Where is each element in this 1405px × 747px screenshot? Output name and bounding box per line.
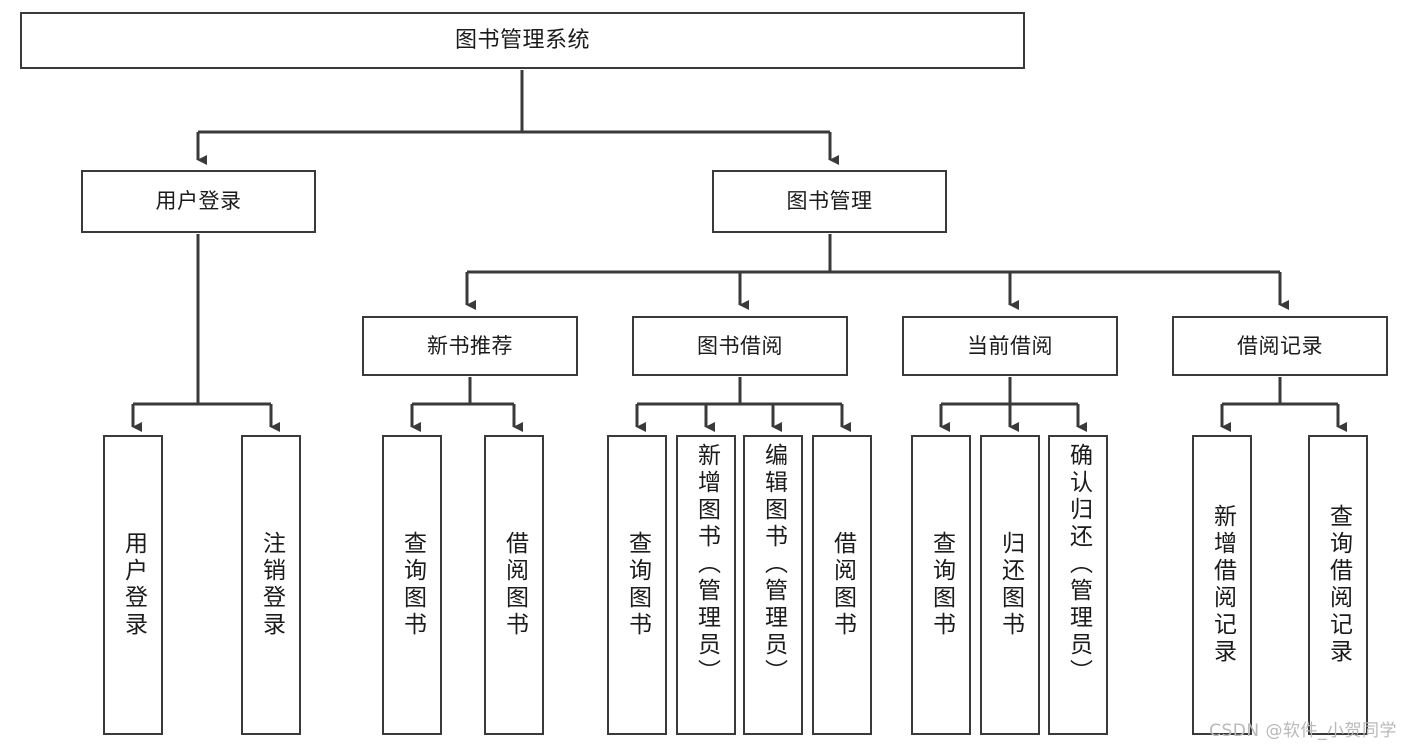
node-current-borrow[interactable]: 当前借阅	[902, 316, 1118, 376]
node-leaf-query-record-label: 查询借阅记录	[1325, 504, 1352, 666]
node-book-manage-label: 图书管理	[786, 189, 873, 214]
node-leaf-borrow-book-1-label: 借阅图书	[501, 531, 528, 639]
node-user-login-label: 用户登录	[155, 189, 242, 214]
node-new-book-recommend[interactable]: 新书推荐	[362, 316, 578, 376]
node-leaf-query-book-3[interactable]: 查询图书	[911, 435, 971, 735]
node-user-login[interactable]: 用户登录	[81, 170, 316, 233]
node-leaf-edit-book-label: 编辑图书（管理员）	[760, 443, 787, 686]
node-leaf-return-book[interactable]: 归还图书	[980, 435, 1040, 735]
node-leaf-confirm-return[interactable]: 确认归还（管理员）	[1048, 435, 1108, 735]
node-leaf-borrow-book-1[interactable]: 借阅图书	[484, 435, 544, 735]
node-leaf-add-record-label: 新增借阅记录	[1209, 504, 1236, 666]
node-book-manage[interactable]: 图书管理	[712, 170, 947, 233]
node-leaf-query-book-3-label: 查询图书	[928, 531, 955, 639]
node-leaf-user-login-label: 用户登录	[120, 531, 147, 639]
node-leaf-user-login[interactable]: 用户登录	[103, 435, 163, 735]
csdn-watermark: CSDN @软件_小贺同学	[1209, 721, 1397, 741]
node-root[interactable]: 图书管理系统	[20, 12, 1025, 69]
node-leaf-query-book-2[interactable]: 查询图书	[607, 435, 667, 735]
node-leaf-confirm-return-label: 确认归还（管理员）	[1065, 443, 1092, 686]
node-borrow-record[interactable]: 借阅记录	[1172, 316, 1388, 376]
node-leaf-borrow-book-2[interactable]: 借阅图书	[812, 435, 872, 735]
node-leaf-add-book-label: 新增图书（管理员）	[693, 443, 720, 686]
node-book-borrow-label: 图书借阅	[697, 333, 783, 358]
node-leaf-logout-label: 注销登录	[258, 531, 285, 639]
node-leaf-query-book-1-label: 查询图书	[399, 531, 426, 639]
node-leaf-query-book-1[interactable]: 查询图书	[382, 435, 442, 735]
node-leaf-borrow-book-2-label: 借阅图书	[829, 531, 856, 639]
node-leaf-edit-book[interactable]: 编辑图书（管理员）	[743, 435, 803, 735]
node-leaf-query-record[interactable]: 查询借阅记录	[1308, 435, 1368, 735]
node-leaf-query-book-2-label: 查询图书	[624, 531, 651, 639]
node-new-book-recommend-label: 新书推荐	[427, 333, 513, 358]
node-book-borrow[interactable]: 图书借阅	[632, 316, 848, 376]
node-borrow-record-label: 借阅记录	[1237, 333, 1323, 358]
node-current-borrow-label: 当前借阅	[967, 333, 1053, 358]
node-leaf-logout[interactable]: 注销登录	[241, 435, 301, 735]
node-root-label: 图书管理系统	[454, 27, 590, 53]
node-leaf-add-record[interactable]: 新增借阅记录	[1192, 435, 1252, 735]
node-leaf-return-book-label: 归还图书	[997, 531, 1024, 639]
node-leaf-add-book[interactable]: 新增图书（管理员）	[676, 435, 736, 735]
